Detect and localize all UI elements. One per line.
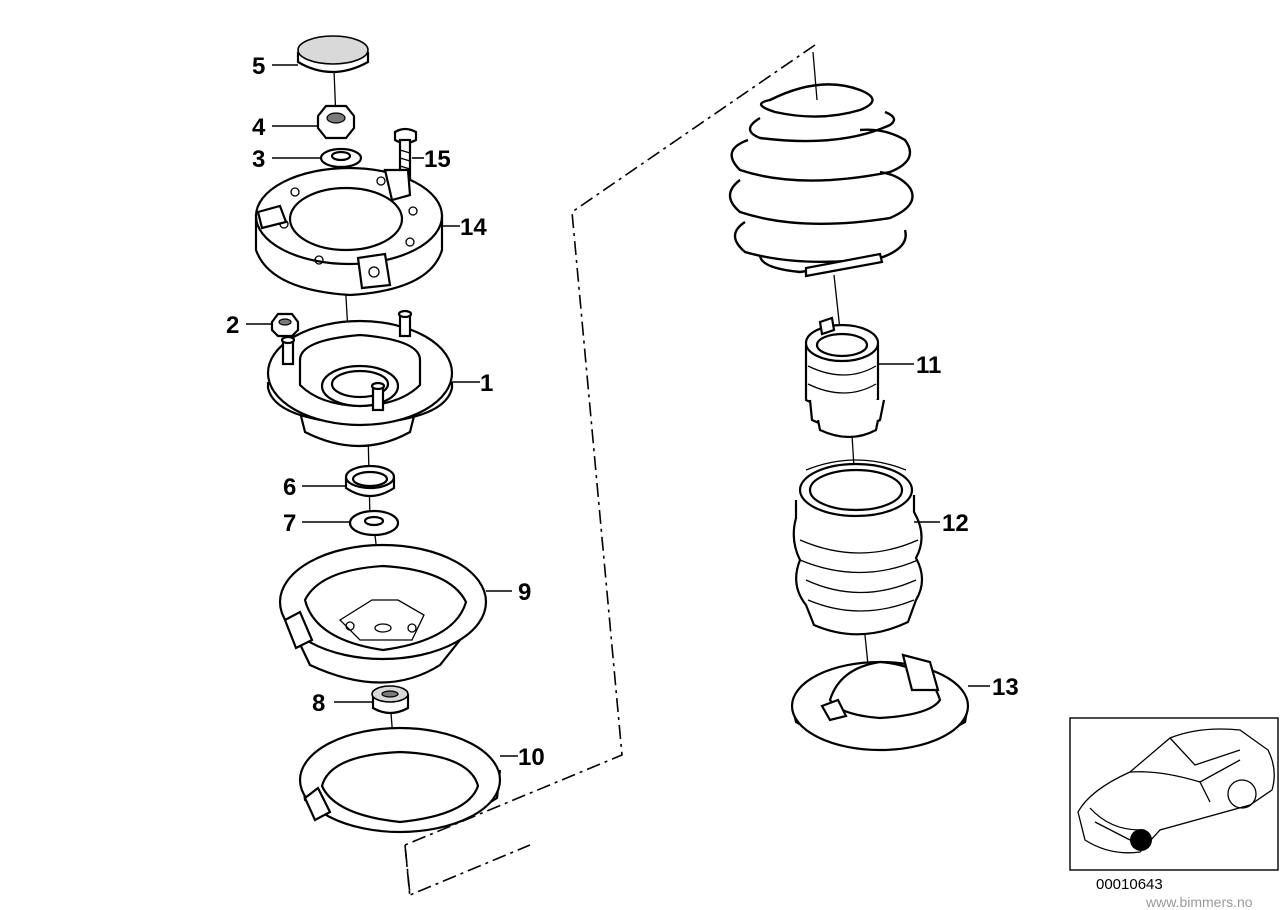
watermark: www.bimmers.no: [1145, 894, 1253, 910]
part-4-nut[interactable]: [316, 104, 356, 140]
vehicle-locator-inset: [1069, 717, 1279, 871]
callout-13: 13: [992, 674, 1019, 701]
locator-marker: [1130, 829, 1152, 851]
callout-9: 9: [518, 579, 531, 606]
boundary-connector-line: [404, 844, 411, 899]
part-9-spring-seat[interactable]: [278, 543, 488, 684]
car-outline-icon: [1077, 728, 1275, 854]
part-3-washer[interactable]: [319, 147, 363, 169]
coil-spring[interactable]: [728, 83, 914, 278]
callout-10: 10: [518, 744, 545, 771]
callout-7: 7: [283, 510, 296, 537]
callout-5: 5: [252, 53, 265, 80]
part-12-protective-boot[interactable]: [792, 459, 924, 636]
part-5-cap[interactable]: [296, 35, 370, 73]
part-6-ring[interactable]: [344, 464, 396, 498]
callout-3: 3: [252, 146, 265, 173]
part-7-washer[interactable]: [348, 509, 400, 537]
part-2-nut[interactable]: [270, 312, 300, 338]
part-8-bushing[interactable]: [371, 685, 410, 715]
assembly-boundary-line: [404, 44, 816, 897]
callout-6: 6: [283, 474, 296, 501]
part-1-strut-mount[interactable]: [266, 309, 454, 447]
callout-15: 15: [424, 146, 451, 173]
callout-2: 2: [226, 312, 239, 339]
part-11-bump-stop[interactable]: [804, 316, 886, 439]
callout-12: 12: [942, 510, 969, 537]
callout-1: 1: [480, 370, 493, 397]
callout-14: 14: [460, 214, 487, 241]
part-14-mounting-plate[interactable]: [254, 166, 444, 297]
part-10-spring-pad[interactable]: [298, 726, 502, 834]
callout-4: 4: [252, 114, 266, 141]
part-13-spring-pad[interactable]: [790, 653, 970, 752]
callout-8: 8: [312, 690, 325, 717]
callout-11: 11: [916, 352, 941, 379]
diagram-number: 00010643: [1096, 876, 1163, 893]
